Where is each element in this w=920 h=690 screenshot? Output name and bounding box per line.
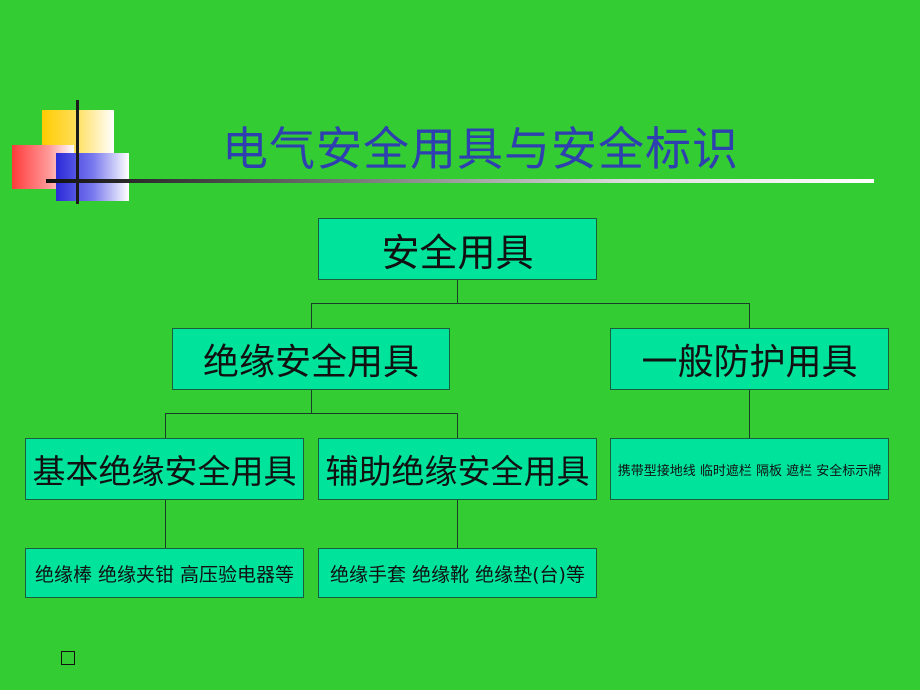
node-basic-equipment-items: 绝缘棒 绝缘夹钳 高压验电器等 (25, 548, 304, 598)
connector-level3-bar (165, 413, 458, 414)
node-label: 安全用具 (381, 230, 534, 275)
connector-root-down (457, 280, 458, 303)
connector-to-general (749, 303, 750, 328)
connector-level2-bar (311, 303, 750, 304)
node-label: 绝缘安全用具 (202, 342, 419, 383)
node-label: 基本绝缘安全用具 (32, 452, 297, 491)
node-safety-equipment: 安全用具 (318, 218, 597, 280)
connector-insulating-down (311, 390, 312, 413)
connector-to-insulating (311, 303, 312, 328)
node-auxiliary-equipment-items: 绝缘手套 绝缘靴 绝缘垫(台)等 (318, 548, 597, 598)
connector-to-auxiliary (457, 413, 458, 438)
page-title: 电气安全用具与安全标识 (222, 122, 739, 176)
node-label: 绝缘手套 绝缘靴 绝缘垫(台)等 (330, 563, 585, 586)
decor-vertical-line (76, 100, 79, 204)
node-general-protective-equipment: 一般防护用具 (610, 328, 889, 390)
decor-blue-square (56, 153, 129, 201)
connector-general-down (749, 390, 750, 438)
node-label: 一般防护用具 (641, 342, 858, 383)
node-basic-insulating-equipment: 基本绝缘安全用具 (25, 438, 304, 500)
node-insulating-equipment: 绝缘安全用具 (172, 328, 450, 390)
connector-auxiliary-down (457, 500, 458, 548)
node-label: 辅助绝缘安全用具 (325, 452, 590, 491)
node-label: 携带型接地线 临时遮栏 隔板 遮栏 安全标示牌 (617, 463, 882, 479)
node-general-equipment-items: 携带型接地线 临时遮栏 隔板 遮栏 安全标示牌 (610, 438, 889, 500)
connector-basic-down (165, 500, 166, 548)
connector-to-basic (165, 413, 166, 438)
title-underline (46, 179, 874, 183)
footer-square-marker (61, 651, 75, 665)
node-auxiliary-insulating-equipment: 辅助绝缘安全用具 (318, 438, 597, 500)
node-label: 绝缘棒 绝缘夹钳 高压验电器等 (34, 563, 295, 586)
